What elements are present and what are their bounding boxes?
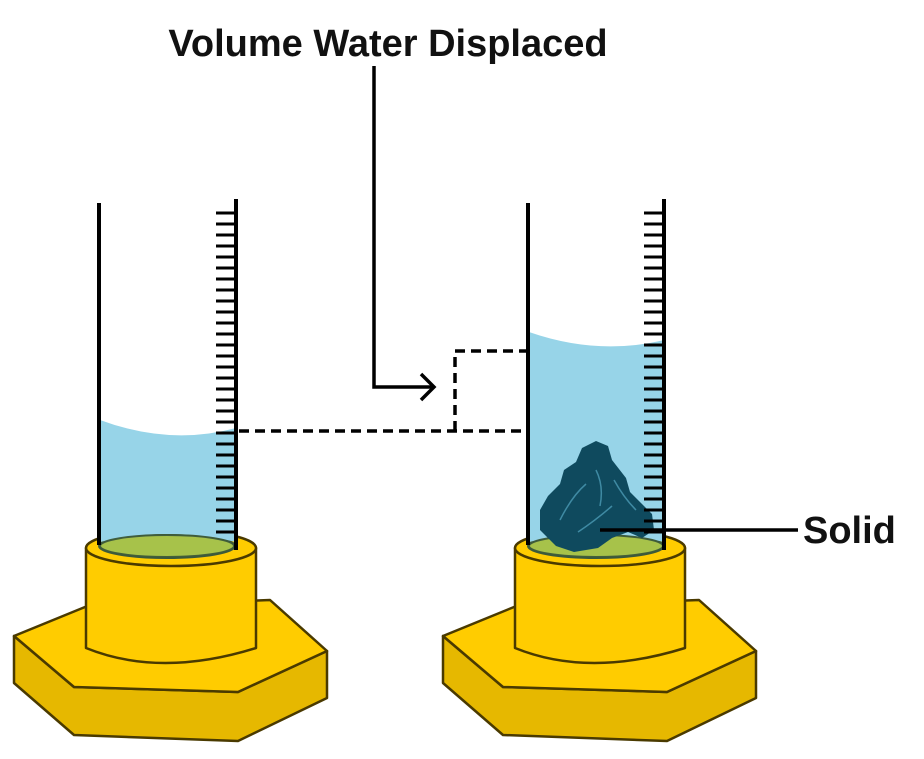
cylinder-floor-surface	[99, 534, 235, 558]
stand-collar	[513, 546, 687, 665]
diagram-title: Volume Water Displaced	[168, 23, 607, 65]
title-leader-line	[372, 66, 433, 389]
solid-label: Solid	[803, 510, 896, 552]
stand-collar	[84, 546, 258, 665]
cylinder-stand	[441, 528, 758, 743]
graduation-scale	[644, 211, 664, 534]
arrowhead-icon	[419, 372, 437, 402]
graduation-scale	[216, 211, 236, 534]
cylinder-stand	[12, 528, 329, 743]
water-column	[100, 420, 236, 542]
solid-object	[540, 441, 654, 552]
displaced-volume-bracket	[453, 349, 526, 431]
cylinder-after	[441, 199, 758, 743]
cylinder-before	[12, 199, 329, 743]
